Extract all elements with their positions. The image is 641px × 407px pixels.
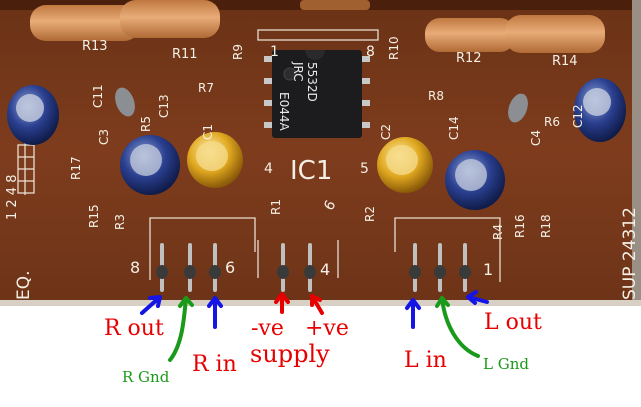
pin-label: 4: [264, 161, 273, 177]
pin-label: 5: [360, 161, 369, 177]
dip-numbers: 1 2 4 8: [5, 174, 20, 220]
ref-designator: R14: [552, 54, 578, 69]
label-l-out: L out: [484, 310, 542, 335]
ref-designator: R7: [198, 81, 214, 95]
ref-designator: R17: [69, 156, 83, 180]
ic-marking-line: JRC: [291, 62, 305, 82]
ic-marking-line: E044A: [277, 92, 291, 131]
ref-designator: R8: [428, 89, 444, 103]
header-label: 4: [320, 260, 331, 279]
ref-designator: R16: [513, 214, 527, 238]
part-number: SUP 24312: [620, 207, 640, 300]
ref-designator: R12: [456, 51, 482, 66]
header-label: 8: [130, 258, 141, 277]
header-label: 6: [225, 258, 236, 277]
header-label: 1: [483, 260, 494, 279]
ref-designator: C13: [157, 94, 171, 118]
ref-designator: R9: [231, 44, 245, 60]
ic-label: IC1: [290, 156, 333, 186]
ref-designator: C2: [379, 123, 393, 140]
ref-designator: R11: [172, 47, 198, 62]
ref-designator: R18: [539, 214, 553, 238]
ref-designator: R13: [82, 39, 108, 54]
ref-designator: R5: [139, 116, 153, 132]
ref-designator: R15: [87, 204, 101, 228]
ref-designator: R10: [387, 36, 401, 60]
ref-designator: R6: [544, 115, 560, 129]
ref-designator: C14: [447, 116, 461, 140]
ic-marking: 5532D: [305, 62, 319, 102]
ic-marking-line: 5532D: [305, 62, 319, 102]
label-r-gnd: R Gnd: [122, 368, 170, 386]
annotation-arrows: [140, 290, 489, 362]
ref-designator: C1: [201, 123, 215, 140]
label-l-in: L in: [404, 348, 447, 373]
ref-designator: R4: [491, 224, 505, 240]
ic-chip: [264, 50, 370, 138]
electrolytic-capacitors: [7, 78, 626, 210]
eq-label: EQ.: [14, 270, 34, 300]
pin-label: 8: [366, 44, 375, 60]
ref-designator: R3: [113, 214, 127, 230]
label-r-in: R in: [192, 352, 237, 377]
resistors: [30, 0, 605, 53]
label-r-out: R out: [104, 316, 164, 341]
ref-designator: R1: [269, 199, 283, 215]
label-pos-ve: +ve: [305, 316, 349, 341]
ref-designator: C3: [97, 128, 111, 145]
ref-designator: C11: [91, 84, 105, 108]
ref-designator: C12: [571, 104, 585, 128]
ref-designator: R2: [363, 206, 377, 222]
ref-designator: C4: [529, 129, 543, 146]
label-supply: supply: [250, 340, 330, 368]
label-neg-ve: -ve: [251, 316, 284, 341]
label-l-gnd: L Gnd: [483, 355, 529, 373]
pin-label: 1: [270, 44, 279, 60]
